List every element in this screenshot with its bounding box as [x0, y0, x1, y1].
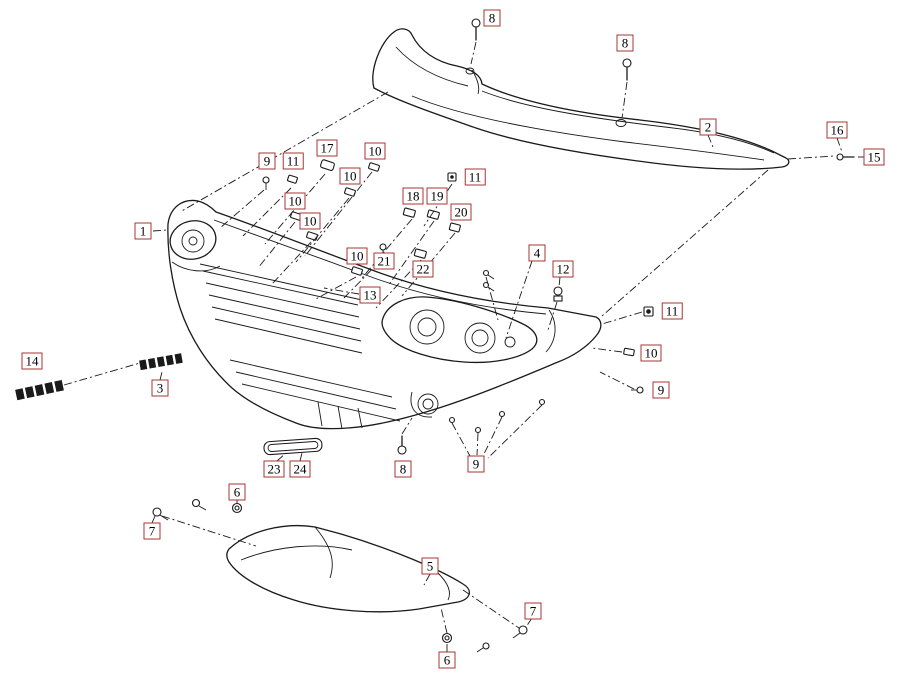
callout-7: 7	[143, 522, 161, 540]
leader-lines	[63, 41, 866, 652]
callout-9: 9	[258, 152, 276, 170]
callout-10: 10	[640, 344, 662, 362]
callout-14: 14	[21, 352, 43, 370]
callout-15: 15	[863, 148, 885, 166]
callout-5: 5	[421, 557, 439, 575]
callout-7: 7	[524, 602, 542, 620]
callout-11: 11	[661, 302, 683, 320]
callout-24: 24	[289, 460, 311, 478]
callout-18: 18	[402, 187, 424, 205]
callout-20: 20	[450, 203, 472, 221]
badge-part-3	[139, 353, 183, 371]
callout-19: 19	[426, 187, 448, 205]
callout-2: 2	[699, 118, 717, 136]
callout-16: 16	[826, 121, 848, 139]
callout-12: 12	[552, 260, 574, 278]
callout-8: 8	[616, 34, 634, 52]
license-trim-part	[263, 437, 323, 456]
callout-10: 10	[284, 192, 306, 210]
callout-10: 10	[346, 247, 368, 265]
callout-10: 10	[364, 142, 386, 160]
callout-10: 10	[299, 212, 321, 230]
callout-3: 3	[151, 379, 169, 397]
callout-9: 9	[467, 455, 485, 473]
callout-4: 4	[528, 244, 546, 262]
badge-part-14	[15, 379, 64, 401]
callout-11: 11	[282, 152, 304, 170]
callout-6: 6	[438, 651, 456, 669]
callout-6: 6	[228, 483, 246, 501]
callout-13: 13	[359, 286, 381, 304]
callout-1: 1	[134, 222, 152, 240]
callout-22: 22	[412, 260, 434, 278]
skid-plate-part	[226, 524, 470, 613]
callout-11: 11	[464, 168, 486, 186]
bumper-part	[167, 199, 602, 430]
callout-9: 9	[652, 381, 670, 399]
hardware-parts	[152, 18, 855, 653]
callout-21: 21	[373, 252, 395, 270]
callout-8: 8	[483, 9, 501, 27]
callout-23: 23	[263, 460, 285, 478]
callout-17: 17	[316, 139, 338, 157]
callout-10: 10	[339, 167, 361, 185]
callout-8: 8	[394, 460, 412, 478]
